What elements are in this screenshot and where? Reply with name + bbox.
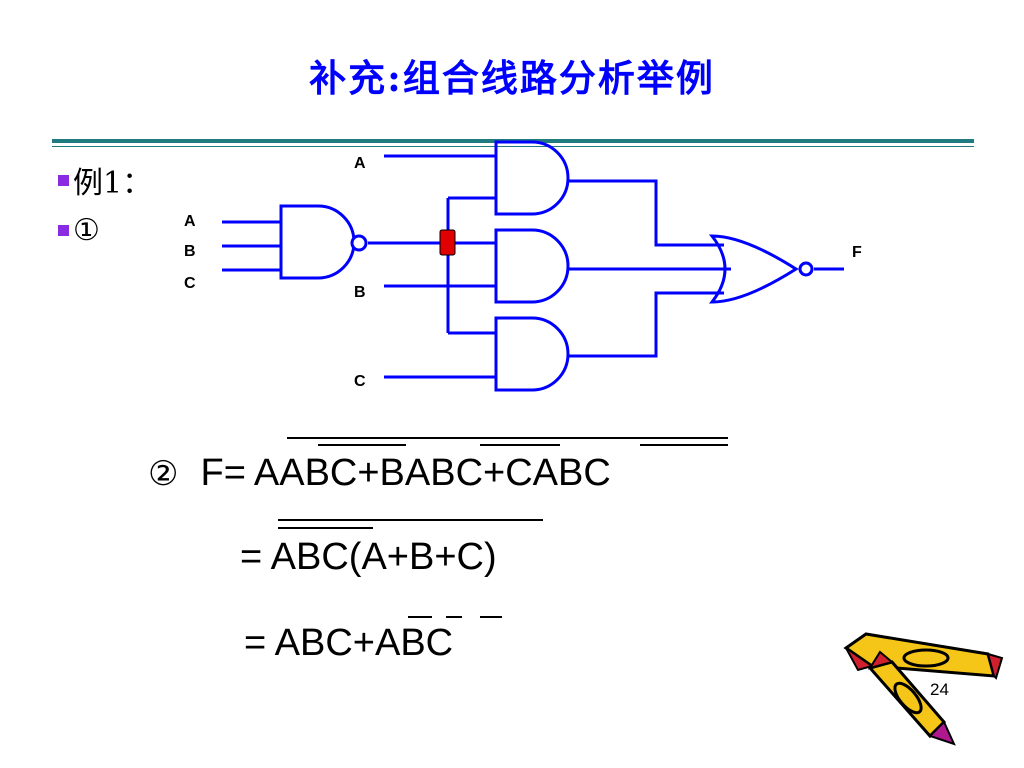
bullet-item-step1: ① — [58, 213, 100, 248]
overbar-abc-2 — [480, 444, 560, 446]
nor-inversion-bubble — [798, 261, 814, 277]
bullet-square-icon — [58, 225, 69, 236]
nand-inversion-bubble — [350, 234, 368, 252]
label-nand-c: C — [184, 275, 196, 292]
bullet-label: ① — [73, 213, 100, 248]
nor-gate — [708, 234, 799, 304]
overbar-long — [287, 437, 728, 439]
overbar-a — [408, 616, 432, 618]
overbar-line2-long — [278, 519, 543, 521]
page-number: 24 — [930, 680, 949, 699]
overbar-abc-1 — [318, 444, 406, 446]
and1-output-wire — [568, 179, 724, 247]
overbar-abc-3 — [640, 444, 728, 446]
label-and1-a: A — [354, 155, 366, 172]
label-nand-a: A — [184, 213, 196, 230]
equation-line-2: = ABC(A+B+C) — [240, 536, 497, 578]
overbar-b — [446, 616, 462, 618]
label-nand-b: B — [184, 243, 196, 260]
title-rule-thin — [52, 146, 974, 147]
and3-output-wire — [568, 291, 724, 358]
and-gate-3 — [494, 316, 570, 392]
step-2-marker: ② — [148, 454, 179, 494]
overbar-c — [480, 616, 502, 618]
equation-line-3: = ABC+ABC — [244, 622, 454, 664]
overbar-line2-abc — [278, 527, 373, 529]
bullet-label: 例1： — [73, 166, 153, 201]
equation-rhs: AABC+BABC+CABC — [253, 452, 611, 494]
bullet-item-example: 例1： — [58, 158, 152, 202]
slide-title: 补充:组合线路分析举例 — [309, 56, 715, 100]
nand-gate — [279, 204, 356, 280]
label-and3-c: C — [354, 373, 366, 390]
equation-line-1: ② F= AABC+BABC+CABC — [148, 452, 611, 495]
pencils-clipart — [843, 632, 1004, 746]
pencil-icon — [867, 650, 956, 746]
bullet-square-icon — [58, 174, 69, 186]
label-and2-b: B — [354, 284, 366, 301]
probe-marker-icon — [439, 229, 456, 256]
label-output-f: F — [852, 244, 862, 261]
and-gate-1 — [494, 140, 570, 216]
and-gate-2 — [494, 228, 570, 304]
pencil-icon — [843, 632, 1004, 680]
equation-lhs: F= — [200, 452, 246, 494]
